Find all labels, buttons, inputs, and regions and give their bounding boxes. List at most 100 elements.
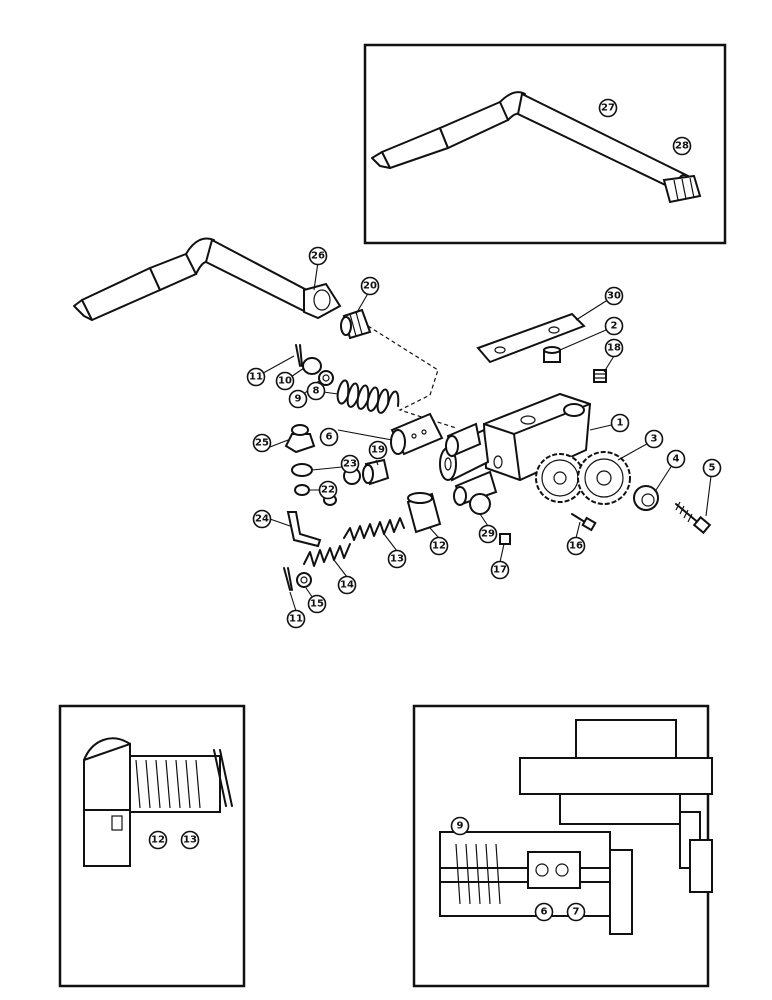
- svg-text:10: 10: [278, 376, 292, 387]
- svg-text:26: 26: [311, 251, 325, 262]
- svg-text:13: 13: [183, 835, 197, 846]
- callout-13: 13: [387, 549, 407, 569]
- svg-text:5: 5: [709, 463, 716, 474]
- callout-9: 9: [288, 389, 308, 409]
- bolt-16: [571, 513, 597, 532]
- svg-text:28: 28: [675, 141, 689, 152]
- callout-left-13: 13: [180, 830, 200, 850]
- cap-4: [633, 485, 659, 511]
- nut-22a: [294, 484, 310, 496]
- callout-10: 10: [275, 371, 295, 391]
- plate-30: [476, 312, 586, 364]
- callout-26: 26: [308, 246, 328, 266]
- svg-text:19: 19: [371, 445, 385, 456]
- callout-28: 28: [672, 136, 692, 156]
- callout-22: 22: [318, 480, 338, 500]
- callout-11-upper: 11: [246, 367, 266, 387]
- cotter-pin-11-upper: [295, 344, 303, 367]
- svg-text:15: 15: [310, 599, 324, 610]
- callout-16: 16: [566, 536, 586, 556]
- svg-text:27: 27: [601, 103, 615, 114]
- callout-27: 27: [598, 98, 618, 118]
- callouts-right-inset: 9 6 7: [450, 816, 586, 922]
- gear-3a: [535, 453, 585, 503]
- svg-text:13: 13: [390, 554, 404, 565]
- callout-15: 15: [307, 594, 327, 614]
- svg-text:16: 16: [569, 541, 583, 552]
- spring-13: [343, 517, 405, 541]
- callouts-left-inset: 12 13: [148, 830, 200, 850]
- svg-text:11: 11: [289, 614, 303, 625]
- callout-1: 1: [610, 413, 630, 433]
- adapter-28: [662, 174, 702, 204]
- callout-12: 12: [429, 536, 449, 556]
- washer-15: [296, 572, 312, 588]
- svg-text:17: 17: [493, 565, 507, 576]
- callout-3: 3: [644, 429, 664, 449]
- valve-6: [390, 412, 444, 456]
- cotter-pin-11-lower: [283, 567, 293, 591]
- svg-text:29: 29: [481, 529, 495, 540]
- callout-23: 23: [340, 454, 360, 474]
- callout-right-6: 6: [534, 902, 554, 922]
- callouts-main: 1 2 3 4 5 6 8 9 10 11 11 12 13 14 15 16 …: [246, 246, 722, 629]
- callout-29: 29: [478, 524, 498, 544]
- svg-text:8: 8: [313, 386, 320, 397]
- callout-4: 4: [666, 449, 686, 469]
- svg-text:2: 2: [611, 321, 618, 332]
- crank-handle-26: [73, 237, 342, 321]
- svg-text:14: 14: [340, 580, 354, 591]
- callout-11-lower: 11: [286, 609, 306, 629]
- svg-text:25: 25: [255, 438, 269, 449]
- bolt-5: [675, 501, 712, 535]
- callout-18: 18: [604, 338, 624, 358]
- svg-text:4: 4: [673, 454, 680, 465]
- svg-text:22: 22: [321, 485, 335, 496]
- svg-text:18: 18: [607, 343, 621, 354]
- nut-25: [284, 424, 316, 454]
- bracket-24: [286, 511, 322, 548]
- callout-right-7: 7: [566, 902, 586, 922]
- svg-text:7: 7: [573, 907, 580, 918]
- callout-17: 17: [490, 560, 510, 580]
- plug-17: [499, 533, 511, 545]
- right-inset-panel: [412, 704, 713, 988]
- callout-30: 30: [604, 286, 624, 306]
- oil-line: [367, 325, 457, 429]
- washer-9: [318, 370, 334, 386]
- spring-8: [336, 379, 400, 414]
- callouts-top-inset: 27 28: [598, 98, 692, 156]
- callout-20: 20: [360, 276, 380, 296]
- svg-text:30: 30: [607, 291, 621, 302]
- callout-2: 2: [604, 316, 624, 336]
- callout-25: 25: [252, 433, 272, 453]
- callout-14: 14: [337, 575, 357, 595]
- svg-text:6: 6: [326, 432, 333, 443]
- svg-text:12: 12: [432, 541, 446, 552]
- gear-3b: [577, 451, 631, 505]
- top-inset-panel: [363, 43, 727, 245]
- svg-text:6: 6: [541, 907, 548, 918]
- svg-text:23: 23: [343, 459, 357, 470]
- nut-23a: [291, 463, 313, 477]
- callout-6: 6: [319, 427, 339, 447]
- sleeve-12: [406, 492, 442, 534]
- o-ring-29: [469, 493, 491, 515]
- svg-text:3: 3: [651, 434, 658, 445]
- svg-text:9: 9: [457, 821, 464, 832]
- callout-5: 5: [702, 458, 722, 478]
- fitting-20: [340, 308, 372, 340]
- callout-left-12: 12: [148, 830, 168, 850]
- svg-text:20: 20: [363, 281, 377, 292]
- fitting-19: [362, 458, 390, 486]
- svg-text:12: 12: [151, 835, 165, 846]
- callout-8: 8: [306, 381, 326, 401]
- svg-text:1: 1: [617, 418, 624, 429]
- svg-text:24: 24: [255, 514, 269, 525]
- cap-10: [302, 357, 322, 375]
- spring-14: [303, 543, 351, 567]
- svg-text:11: 11: [249, 372, 263, 383]
- callout-24: 24: [252, 509, 272, 529]
- plug-18: [593, 369, 607, 383]
